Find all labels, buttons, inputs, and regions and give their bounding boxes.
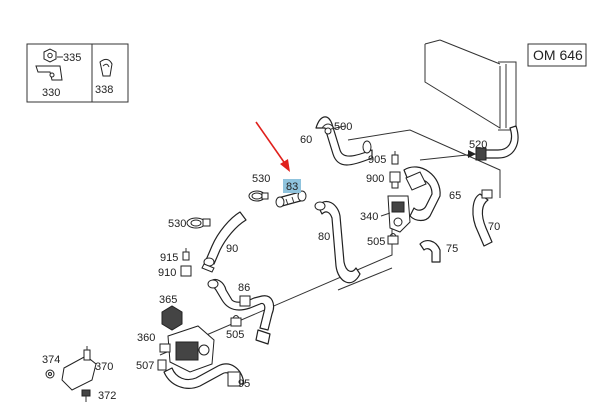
callout-365: 365	[159, 294, 177, 306]
plug-365-icon	[161, 305, 183, 331]
callout-65: 65	[449, 190, 461, 202]
hose-86	[207, 278, 275, 345]
callout-905: 905	[368, 154, 386, 166]
hose-95	[163, 363, 245, 389]
callout-520: 520	[469, 139, 487, 151]
callout-505-upper: 505	[367, 236, 385, 248]
clamp-530-upper-icon	[248, 190, 269, 202]
cap-900-icon	[389, 171, 401, 189]
clip-505-lower-icon	[230, 315, 242, 327]
callout-505-lower: 505	[226, 329, 244, 341]
callout-70: 70	[488, 221, 500, 233]
callout-372: 372	[98, 390, 116, 402]
callout-330: 330	[42, 87, 60, 99]
clamp-ring-icon	[362, 140, 372, 154]
engine-code: OM 646	[533, 47, 583, 63]
callout-507: 507	[136, 360, 154, 372]
hose-90	[201, 211, 247, 273]
callout-86: 86	[238, 282, 250, 294]
radiator	[424, 39, 517, 131]
callout-83: 83	[286, 181, 298, 193]
callout-530-upper: 530	[252, 173, 270, 185]
callout-500: 500	[334, 121, 352, 133]
hose-80	[314, 201, 361, 284]
callout-83-highlight	[283, 179, 301, 193]
hose-75	[419, 240, 441, 263]
callout-530-middle: 530	[168, 218, 186, 230]
callout-90: 90	[226, 243, 238, 255]
frame-outline-top	[347, 129, 501, 198]
thermostat-housing-340	[387, 195, 411, 233]
callout-915: 915	[160, 252, 178, 264]
leader-arrowhead-icon	[468, 150, 476, 158]
hose-520	[475, 125, 519, 161]
callout-374: 374	[42, 354, 60, 366]
callout-900: 900	[366, 173, 384, 185]
leader-520	[419, 153, 477, 161]
pointer-arrow-icon	[255, 121, 290, 172]
sensor-905-icon	[391, 151, 399, 165]
hose-70	[472, 189, 493, 247]
inset-box: 335 330 338	[26, 43, 129, 103]
callout-910: 910	[158, 267, 176, 279]
inset-frame	[26, 43, 129, 103]
clip-507-icon	[157, 359, 167, 371]
callout-335: 335	[63, 52, 81, 64]
engine-code-box: OM 646	[527, 43, 587, 67]
clamp-500-icon	[321, 123, 335, 135]
callout-340: 340	[360, 211, 378, 223]
callout-95: 95	[238, 378, 250, 390]
bracket-330-icon	[35, 65, 63, 81]
hose-83	[275, 190, 307, 208]
sensor-915-icon	[182, 248, 190, 261]
clip-338-icon	[99, 58, 113, 77]
bolt-372-icon	[81, 389, 91, 402]
bolt-374-icon	[45, 369, 55, 379]
engine-code-frame	[527, 43, 587, 67]
callout-75: 75	[446, 243, 458, 255]
callout-338: 338	[95, 84, 113, 96]
water-pump-360	[159, 325, 215, 373]
bracket-370	[61, 346, 97, 391]
frame-outline-mid	[337, 267, 393, 291]
clip-505-upper-icon	[387, 233, 399, 245]
callout-80: 80	[318, 231, 330, 243]
callout-370: 370	[95, 361, 113, 373]
callout-360: 360	[137, 332, 155, 344]
nut-335-icon	[43, 48, 57, 63]
cap-910-icon	[180, 265, 192, 277]
hose-65	[403, 166, 441, 222]
callout-60: 60	[300, 134, 312, 146]
clamp-530-middle-icon	[186, 217, 211, 229]
